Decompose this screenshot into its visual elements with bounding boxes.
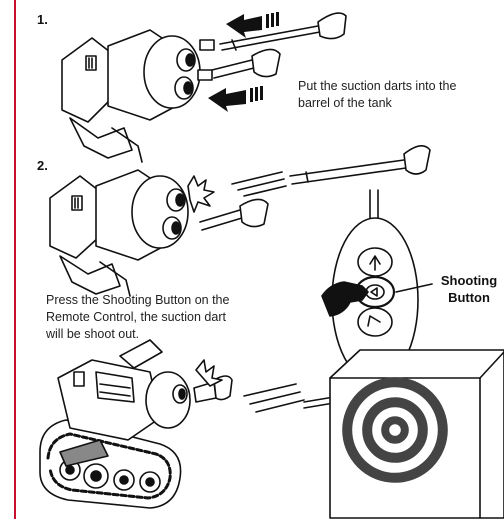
caption-line: Press the Shooting Button on the — [46, 293, 230, 307]
suction-dart — [199, 198, 269, 231]
callout-line: Button — [448, 290, 490, 305]
remote-control — [331, 189, 433, 383]
caption-line: will be shoot out. — [46, 327, 140, 341]
target-bullseye — [329, 349, 504, 519]
caption-line: barrel of the tank — [298, 96, 392, 110]
push-arrow-icon — [226, 12, 279, 38]
motion-lines — [231, 171, 287, 197]
step-1-caption: Put the suction darts into the barrel of… — [298, 78, 456, 112]
muzzle-burst — [187, 175, 215, 213]
suction-dart — [219, 12, 347, 51]
muzzle-burst — [195, 359, 223, 387]
callout-line: Shooting — [440, 273, 498, 288]
step-2-caption: Press the Shooting Button on the Remote … — [46, 292, 229, 343]
push-arrow-icon — [208, 86, 263, 112]
tank-turret-illustration — [61, 29, 215, 163]
tank-turret-illustration — [49, 169, 189, 297]
suction-dart — [289, 145, 431, 185]
step-number-2: 2. — [37, 158, 48, 173]
suction-dart — [211, 48, 281, 79]
shooting-button-callout: Shooting Button — [434, 272, 504, 306]
step-number-1: 1. — [37, 12, 48, 27]
hand-pointer — [321, 281, 369, 317]
motion-lines — [243, 383, 305, 413]
tank-turret-illustration — [39, 339, 233, 509]
caption-line: Remote Control, the suction dart — [46, 310, 226, 324]
caption-line: Put the suction darts into the — [298, 79, 457, 93]
margin-rule — [14, 0, 16, 519]
